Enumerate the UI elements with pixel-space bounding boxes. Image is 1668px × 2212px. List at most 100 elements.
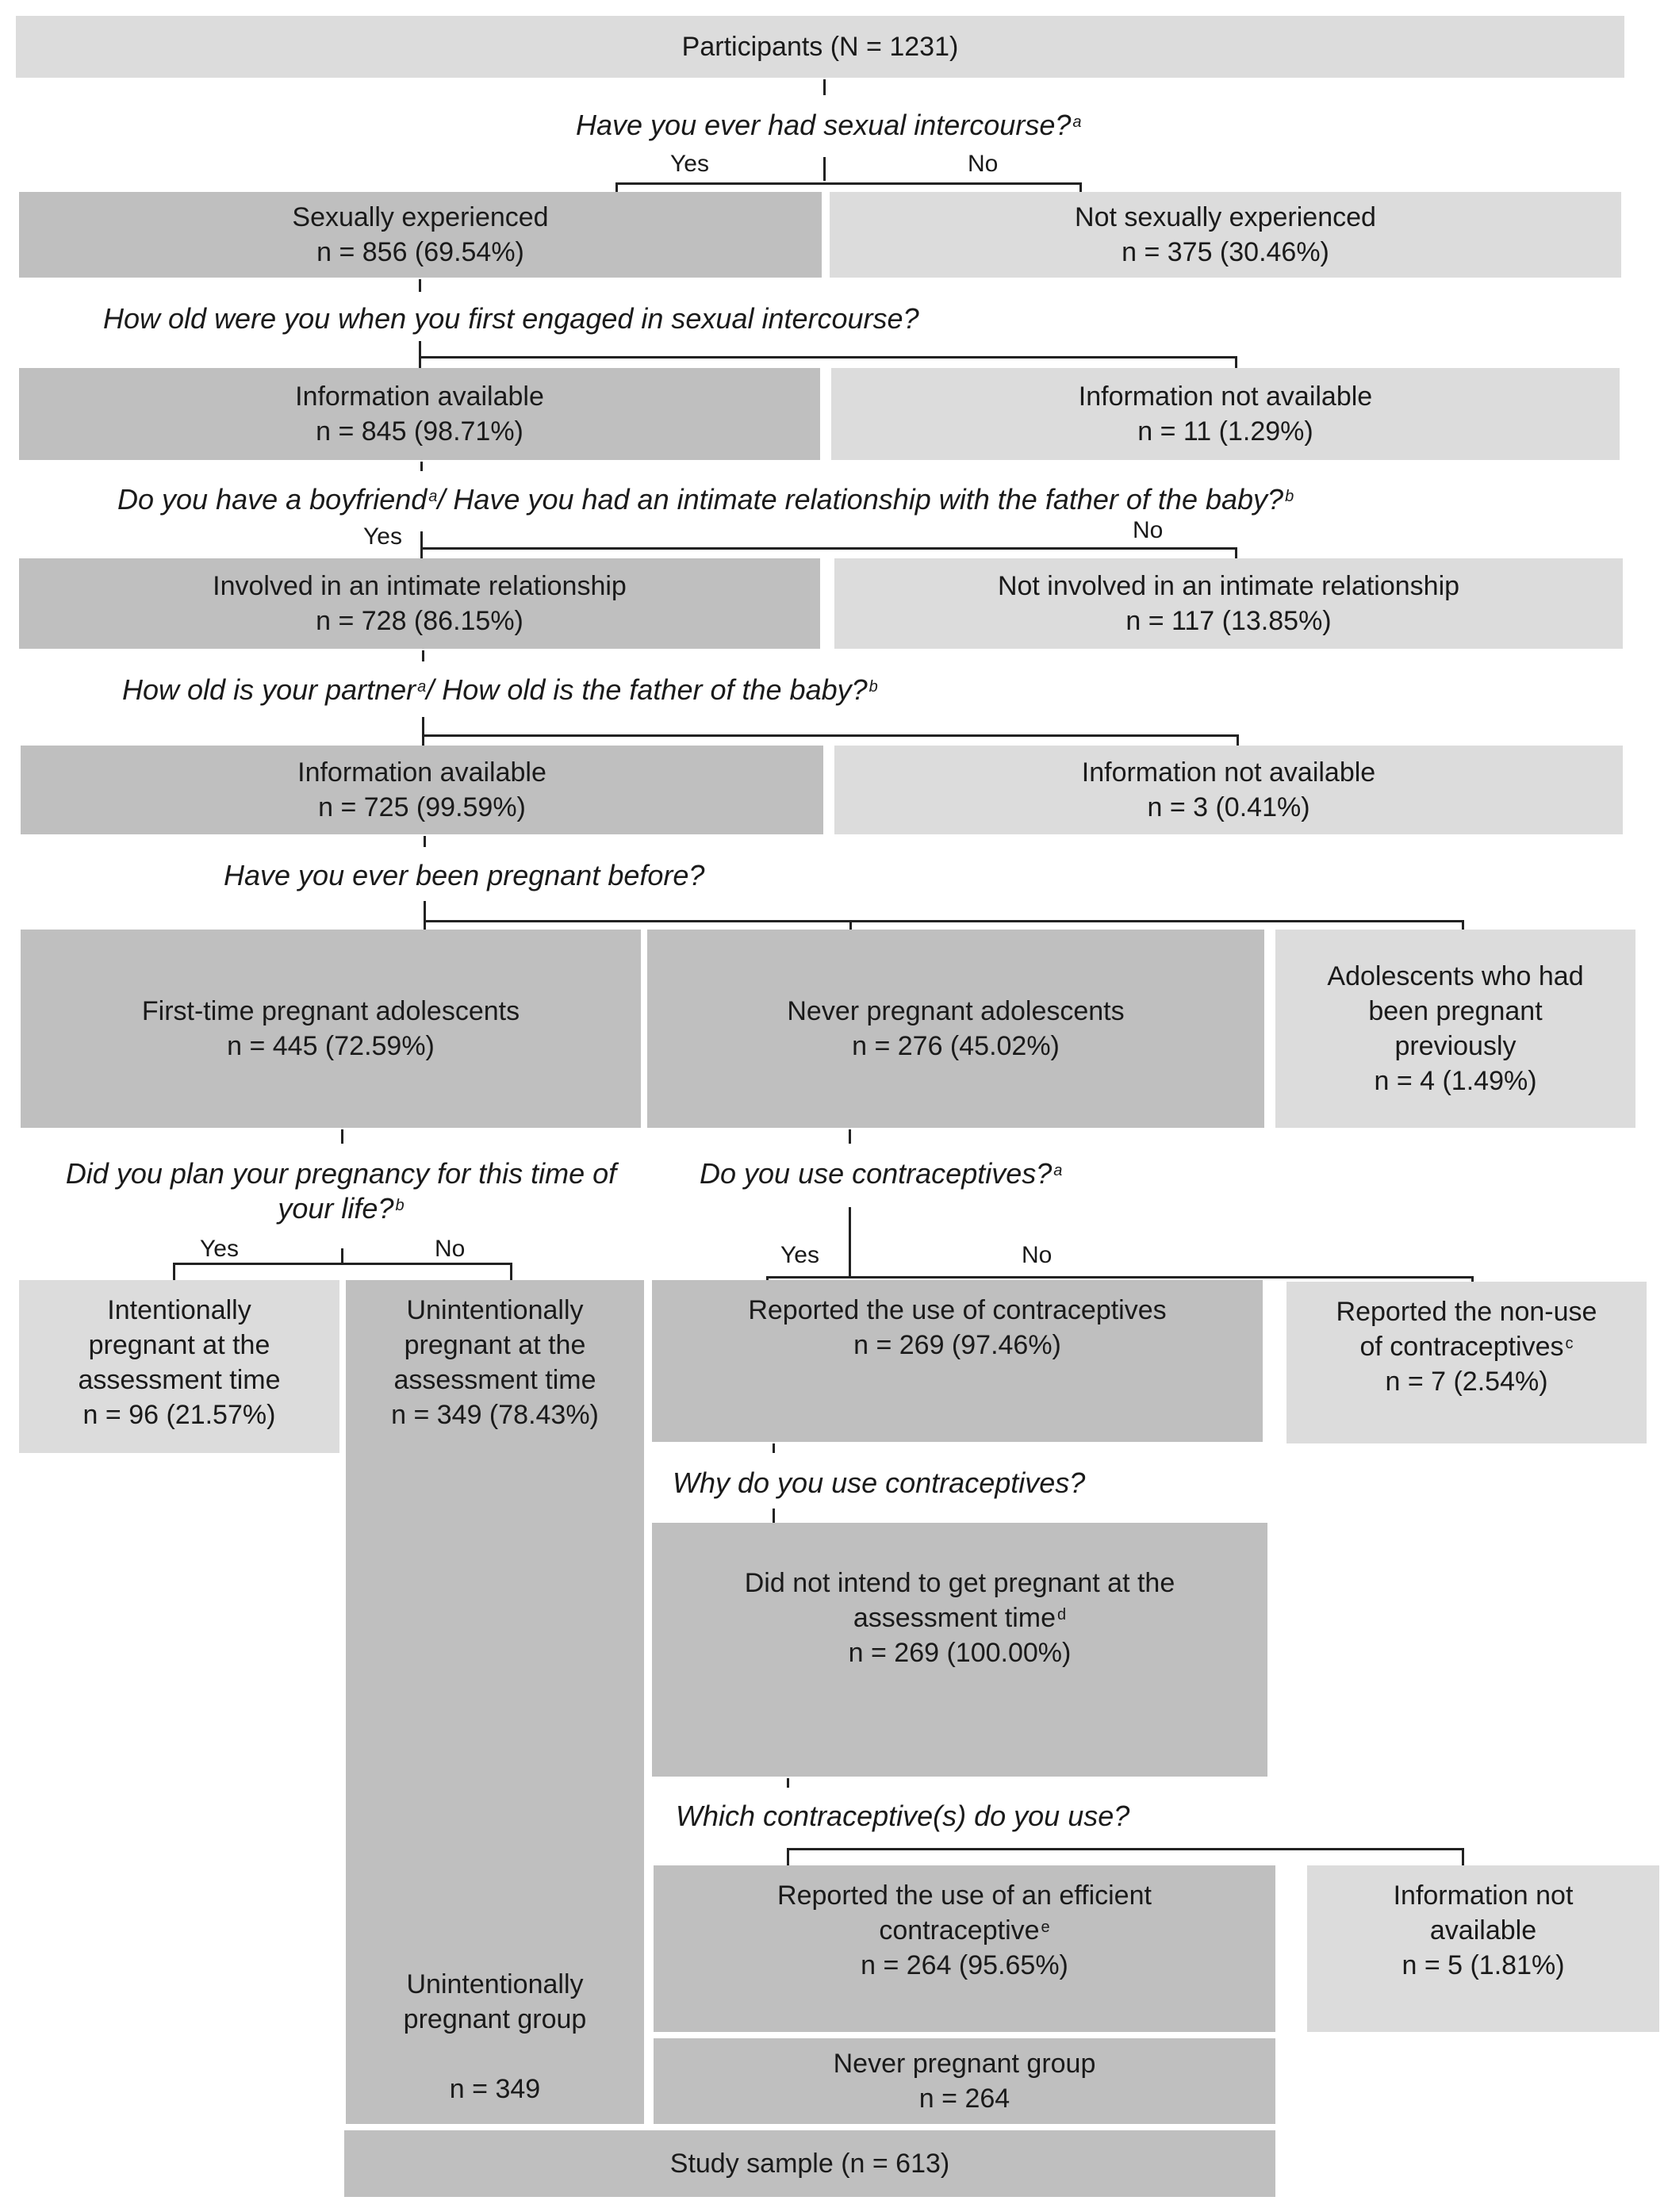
node-title: Sexually experienced xyxy=(292,202,549,232)
q1-yes-label: Yes xyxy=(670,151,709,177)
connector xyxy=(1237,734,1239,746)
q3-no-label: No xyxy=(1133,517,1164,543)
node-count: n = 445 (72.59%) xyxy=(227,1031,435,1061)
connector xyxy=(422,717,424,746)
never-pregnant-box: Never pregnant adolescents n = 276 (45.0… xyxy=(647,930,1264,1128)
node-count: n = 264 xyxy=(918,2084,1010,2114)
connector xyxy=(766,1276,769,1280)
node-title: Information not available xyxy=(1078,381,1373,412)
node-title: Involved in an intimate relationship xyxy=(213,571,627,601)
previously-pregnant-box: Adolescents who had been pregnant previo… xyxy=(1275,930,1635,1128)
q1-no-label: No xyxy=(968,151,999,177)
efficient-contraceptive-box: Reported the use of an efficient contrac… xyxy=(654,1865,1275,2032)
connector xyxy=(422,650,424,661)
connector xyxy=(773,1443,775,1453)
connector xyxy=(1471,1276,1474,1282)
connector xyxy=(823,79,826,95)
node-count: n = 269 (97.46%) xyxy=(853,1330,1061,1360)
node-title: Not involved in an intimate relationship xyxy=(997,571,1460,601)
node-count: n = 276 (45.02%) xyxy=(852,1031,1060,1061)
connector xyxy=(510,1263,512,1280)
first-time-pregnant-box: First-time pregnant adolescents n = 445 … xyxy=(21,930,641,1128)
participants-box: Participants (N = 1231) xyxy=(16,16,1624,78)
node-count: n = 856 (69.54%) xyxy=(316,237,524,267)
connector xyxy=(1235,547,1237,558)
age-info-not-available-box: Information not available n = 11 (1.29%) xyxy=(831,368,1620,460)
study-sample-label: Study sample (n = 613) xyxy=(669,2149,950,2179)
node-count: n = 11 (1.29%) xyxy=(1137,416,1313,447)
connector xyxy=(1079,182,1082,192)
node-count: n = 728 (86.15%) xyxy=(316,606,523,636)
connector xyxy=(424,920,1464,922)
sexually-experienced-box: Sexually experienced n = 856 (69.54%) xyxy=(19,192,822,278)
involved-relationship-box: Involved in an intimate relationship n =… xyxy=(19,558,820,649)
age-info-available-box: Information available n = 845 (98.71%) xyxy=(19,368,820,460)
contraceptive-info-na-box: Information not available n = 5 (1.81%) xyxy=(1307,1865,1659,2032)
connector xyxy=(773,1509,775,1523)
question-sexual-intercourse: Have you ever had sexual intercourse?a xyxy=(576,109,1082,141)
q6-yes-label: Yes xyxy=(200,1236,239,1262)
unintentionally-pregnant-box: Unintentionally pregnant at the assessme… xyxy=(346,1280,644,2124)
connector xyxy=(173,1263,175,1280)
connector xyxy=(787,1848,789,1865)
intentionally-pregnant-box: Intentionally pregnant at the assessment… xyxy=(19,1280,339,1453)
connector xyxy=(419,356,1237,358)
node-count: n = 4 (1.49%) xyxy=(1374,1066,1537,1096)
study-sample-box: Study sample (n = 613) xyxy=(344,2130,1275,2197)
connector xyxy=(766,1276,1474,1279)
connector xyxy=(1462,920,1464,930)
connector xyxy=(849,1129,851,1144)
connector xyxy=(422,734,1239,737)
node-count: n = 725 (99.59%) xyxy=(318,792,526,822)
unintentionally-group-label: Unintentionally pregnant group n = 349 xyxy=(346,1967,644,2114)
participants-label: Participants (N = 1231) xyxy=(681,32,959,62)
node-count: n = 3 (0.41%) xyxy=(1147,792,1310,822)
connector xyxy=(787,1848,1464,1850)
node-count: n = 7 (2.54%) xyxy=(1385,1367,1548,1397)
connector xyxy=(615,182,618,192)
node-title: First-time pregnant adolescents xyxy=(141,996,520,1026)
node-title: Information not available xyxy=(1081,757,1376,788)
node-title: Information available xyxy=(297,757,546,788)
connector xyxy=(1235,356,1237,368)
q7-no-label: No xyxy=(1022,1242,1053,1268)
connector xyxy=(341,1248,343,1264)
not-sexually-experienced-box: Not sexually experienced n = 375 (30.46%… xyxy=(830,192,1621,278)
connector xyxy=(420,547,1237,550)
never-pregnant-group-box: Never pregnant group n = 264 xyxy=(654,2038,1275,2124)
question-use-contraceptives: Do you use contraceptives?a xyxy=(700,1157,1063,1190)
node-count: n = 5 (1.81%) xyxy=(1402,1950,1565,1980)
question-plan-pregnancy: Did you plan your pregnancy for this tim… xyxy=(65,1157,617,1225)
node-count: n = 349 xyxy=(449,2074,541,2104)
question-why-contraceptives: Why do you use contraceptives? xyxy=(673,1466,1086,1499)
not-intend-pregnant-box: Did not intend to get pregnant at the as… xyxy=(652,1523,1267,1777)
node-title: Never pregnant adolescents xyxy=(787,996,1125,1026)
node-count: n = 117 (13.85%) xyxy=(1125,606,1332,636)
connector xyxy=(849,1207,851,1279)
question-pregnant-before: Have you ever been pregnant before? xyxy=(224,859,705,891)
question-which-contraceptives: Which contraceptive(s) do you use? xyxy=(676,1800,1130,1832)
q3-yes-label: Yes xyxy=(363,523,402,550)
node-count: n = 349 (78.43%) xyxy=(391,1400,599,1430)
node-title: Never pregnant group xyxy=(833,2049,1096,2079)
node-count: n = 96 (21.57%) xyxy=(82,1400,276,1430)
connector xyxy=(823,157,826,181)
node-count: n = 269 (100.00%) xyxy=(848,1638,1072,1668)
connector xyxy=(849,920,852,930)
not-involved-relationship-box: Not involved in an intimate relationship… xyxy=(834,558,1623,649)
connector xyxy=(341,1129,343,1144)
node-title: Information available xyxy=(295,381,544,412)
q6-no-label: No xyxy=(435,1236,466,1262)
connector xyxy=(419,279,421,292)
connector xyxy=(1462,1848,1464,1865)
partner-info-not-available-box: Information not available n = 3 (0.41%) xyxy=(834,746,1623,834)
connector xyxy=(424,901,426,930)
node-count: n = 845 (98.71%) xyxy=(316,416,523,447)
question-age-first-intercourse: How old were you when you first engaged … xyxy=(103,302,919,335)
connector xyxy=(173,1263,512,1265)
use-contraceptives-box: Reported the use of contraceptives n = 2… xyxy=(652,1280,1263,1442)
connector xyxy=(419,341,421,368)
